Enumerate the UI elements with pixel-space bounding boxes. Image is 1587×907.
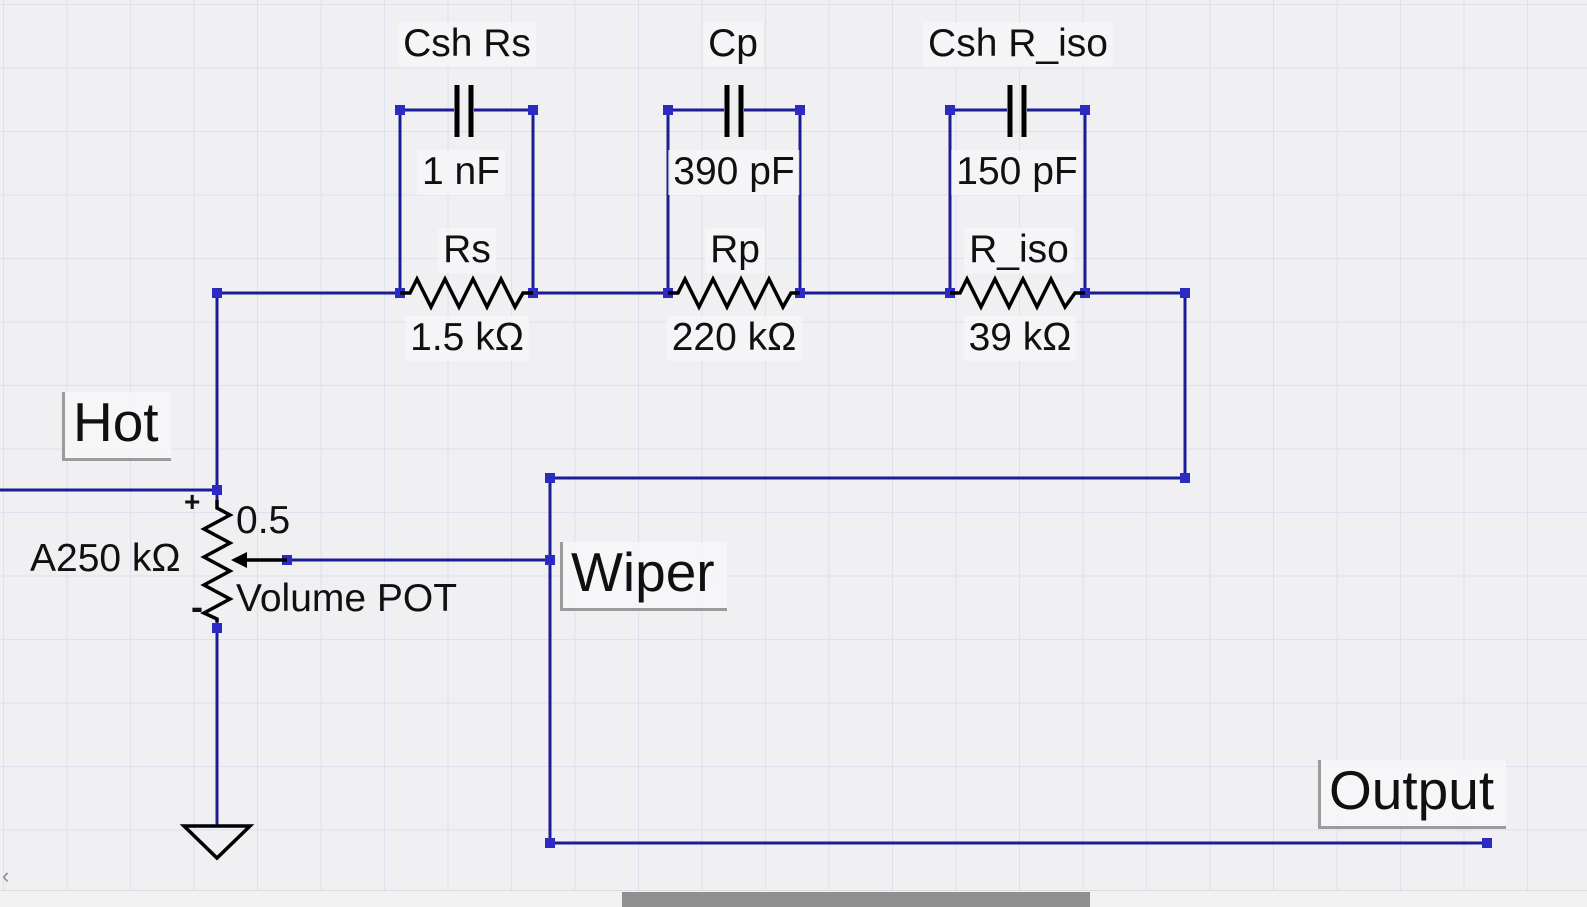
junction-node — [663, 105, 673, 115]
junction-node — [212, 623, 222, 633]
junction-node — [212, 288, 222, 298]
wire-hot-and-pot[interactable] — [0, 293, 219, 826]
label-res-riso-name[interactable]: R_iso — [964, 228, 1074, 273]
label-res-rp-name[interactable]: Rp — [705, 228, 765, 273]
junction-node — [545, 838, 555, 848]
junction-node — [395, 105, 405, 115]
capacitor-symbols — [454, 85, 1027, 137]
junction-node — [545, 473, 555, 483]
junction-node — [1482, 838, 1492, 848]
capacitor-csh-riso-symbol[interactable] — [1007, 85, 1027, 137]
label-cap-cp-name[interactable]: Cp — [703, 22, 763, 67]
ground-triangle — [179, 824, 255, 861]
potentiometer-symbol[interactable] — [200, 500, 287, 622]
label-cap-cp-value[interactable]: 390 pF — [668, 150, 800, 195]
scrollbar-left-edge-arrow[interactable]: ‹ — [2, 863, 10, 888]
junction-node — [945, 105, 955, 115]
horizontal-scrollbar-track[interactable] — [0, 890, 1587, 907]
label-res-rs-value[interactable]: 1.5 kΩ — [405, 316, 529, 361]
junction-node — [1180, 473, 1190, 483]
label-cap-csh-riso-value[interactable]: 150 pF — [951, 150, 1083, 195]
wire-cap-branches[interactable] — [398, 108, 1087, 293]
junction-node — [212, 485, 222, 495]
junction-node — [545, 555, 555, 565]
junction-node — [528, 105, 538, 115]
net-label-output[interactable]: Output — [1318, 760, 1507, 829]
junction-node — [795, 105, 805, 115]
resistor-rp-symbol[interactable] — [668, 275, 800, 311]
label-res-rs-name[interactable]: Rs — [438, 228, 496, 273]
label-res-riso-value[interactable]: 39 kΩ — [963, 316, 1077, 361]
net-label-wiper[interactable]: Wiper — [560, 542, 727, 611]
horizontal-scrollbar-thumb[interactable] — [622, 892, 1090, 907]
junction-node — [1180, 288, 1190, 298]
net-label-hot[interactable]: Hot — [62, 392, 171, 461]
pot-plus-terminal-mark: + — [184, 486, 201, 517]
label-cap-csh-riso-name[interactable]: Csh R_iso — [923, 22, 1113, 67]
resistor-rs-symbol[interactable] — [400, 275, 533, 311]
resistor-riso-symbol[interactable] — [950, 275, 1085, 311]
label-pot-name[interactable]: Volume POT — [236, 577, 458, 620]
label-cap-csh-rs-name[interactable]: Csh Rs — [398, 22, 536, 67]
label-res-rp-value[interactable]: 220 kΩ — [666, 316, 802, 361]
pot-minus-terminal-mark: - — [191, 586, 203, 627]
pot-resistor-body[interactable] — [200, 500, 234, 622]
wires[interactable] — [0, 108, 1487, 845]
junction-node — [1080, 105, 1090, 115]
label-cap-csh-rs-value[interactable]: 1 nF — [416, 150, 506, 195]
pot-wiper-arrowhead — [231, 552, 247, 568]
capacitor-cp-symbol[interactable] — [724, 85, 744, 137]
resistor-symbols — [400, 275, 1085, 311]
capacitor-csh-rs-symbol[interactable] — [454, 85, 474, 137]
ground-symbol[interactable] — [179, 824, 255, 861]
label-pot-value[interactable]: A250 kΩ — [30, 537, 181, 580]
label-pot-position[interactable]: 0.5 — [236, 499, 291, 542]
